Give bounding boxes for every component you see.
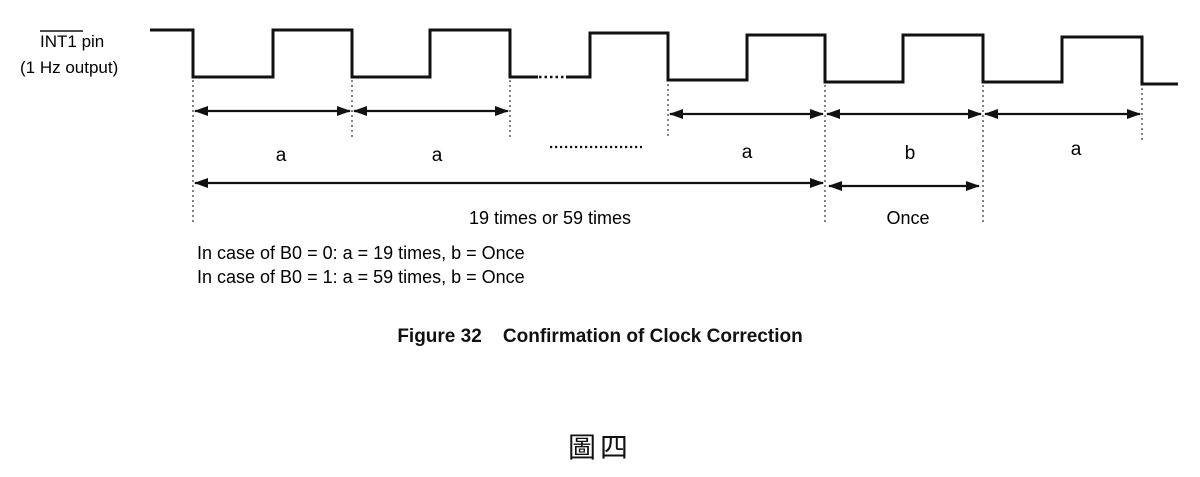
interval-labels: a a a b a: [276, 139, 1082, 166]
interval-arrows: [194, 106, 1141, 119]
span-arrows: [194, 178, 980, 191]
signal-name-text: INT1 pin: [40, 32, 104, 51]
signal-name: INT1: [40, 32, 77, 51]
note-b0-zero: In case of B0 = 0: a = 19 times, b = Onc…: [197, 243, 525, 263]
signal-name-suffix: pin: [77, 32, 104, 51]
figure-caption: Figure 32 Confirmation of Clock Correcti…: [397, 326, 803, 347]
footer-label: 圖四: [567, 431, 632, 464]
interval-label-a: a: [742, 142, 753, 163]
waveform-left: [150, 28, 538, 79]
interval-label-a: a: [276, 145, 287, 166]
signal-output-label: (1 Hz output): [20, 58, 118, 77]
note-b0-one: In case of B0 = 1: a = 59 times, b = Onc…: [197, 267, 525, 287]
notes: In case of B0 = 0: a = 19 times, b = Onc…: [197, 243, 525, 287]
span-labels: 19 times or 59 times Once: [469, 208, 930, 228]
edge-guides: [192, 80, 1143, 222]
interval-label-a: a: [432, 145, 443, 166]
signal-label: INT1 pin (1 Hz output): [20, 30, 118, 77]
interval-label-b: b: [905, 143, 916, 164]
interval-label-a: a: [1071, 139, 1082, 160]
short-span-label: Once: [886, 208, 929, 228]
long-span-label: 19 times or 59 times: [469, 208, 631, 228]
waveform-right: [566, 31, 1178, 86]
